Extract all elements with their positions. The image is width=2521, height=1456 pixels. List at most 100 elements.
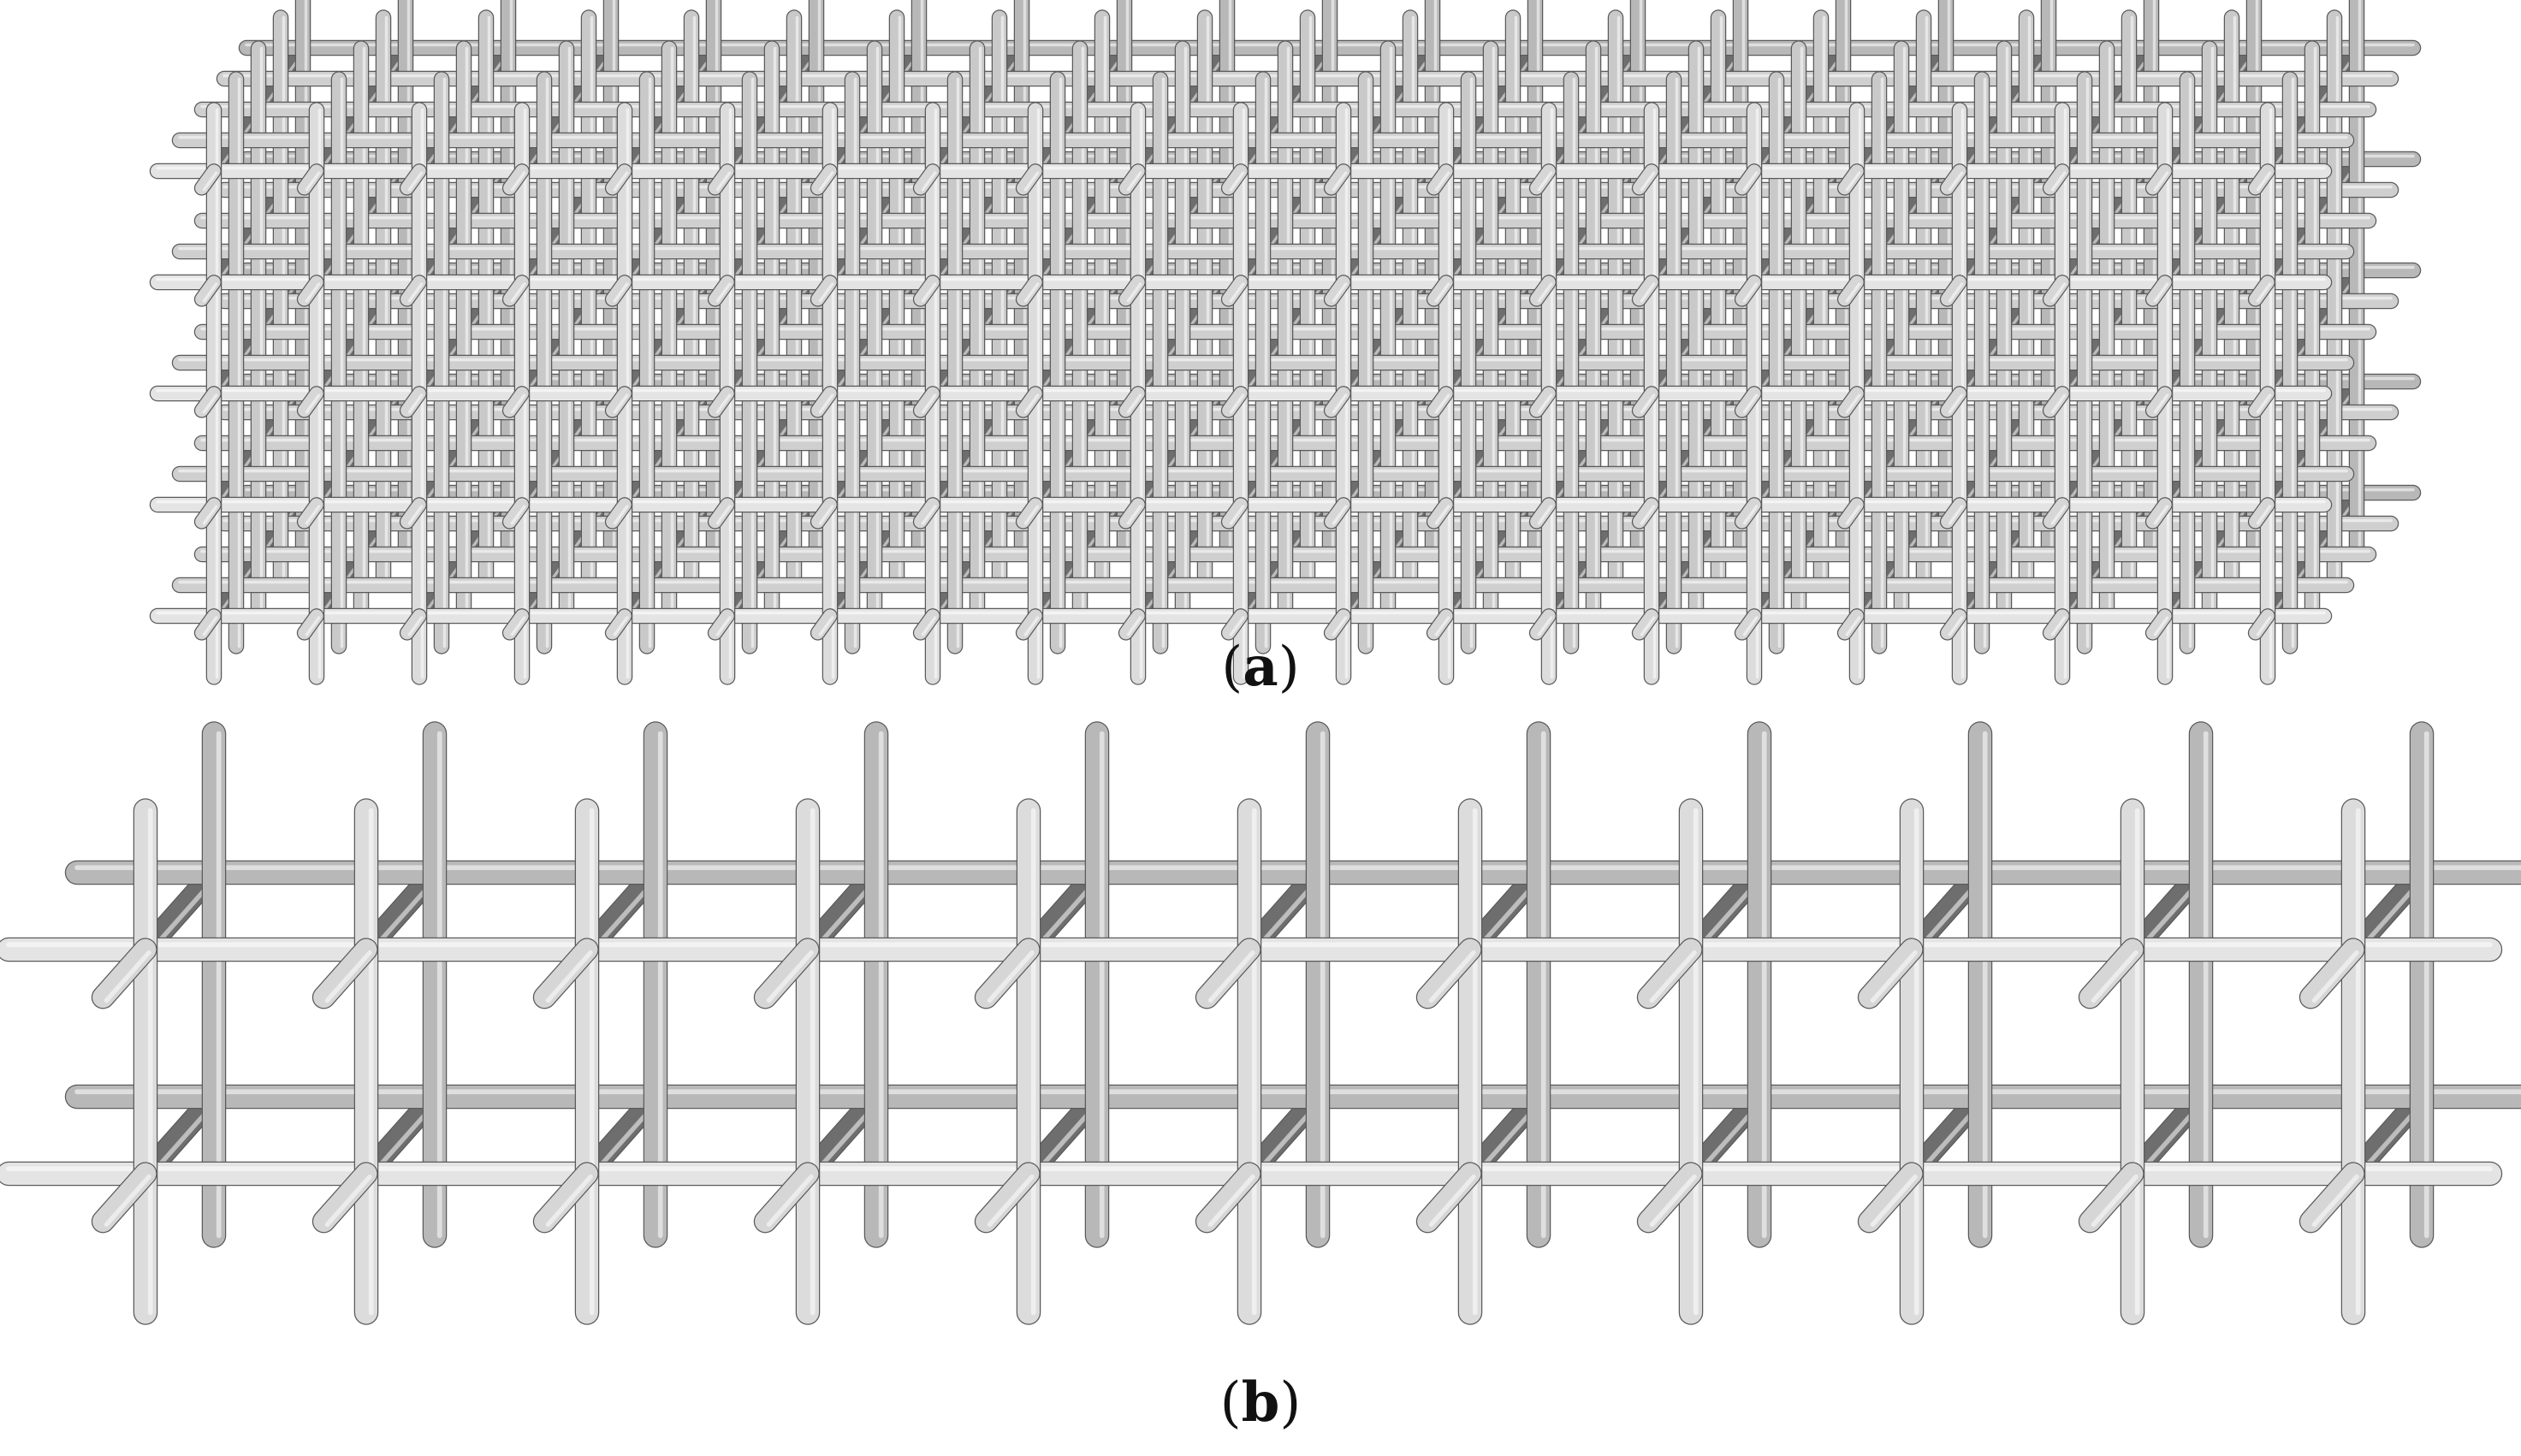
lattice-b-front-stub — [2300, 938, 2364, 1009]
lattice-b-front-stub-highlight — [766, 1174, 814, 1228]
lattice-a-front-stub-highlight — [1948, 282, 1964, 303]
lattice-a-front-stub-highlight — [1640, 282, 1656, 303]
lattice-a-front-stub-highlight — [1640, 171, 1656, 192]
lattice-b-front-stub — [1417, 1163, 1481, 1233]
lattice-a-front-stub-highlight — [407, 616, 424, 636]
lattice-b-front-stub — [1859, 1163, 1923, 1233]
lattice-a-front-stub-highlight — [2153, 282, 2169, 303]
caption-b-open-paren: ( — [1219, 1371, 1242, 1435]
lattice-a-front-stub-highlight — [1126, 171, 1142, 192]
lattice-a-front-stub — [2146, 498, 2172, 529]
lattice-a-front-stub-highlight — [2153, 171, 2169, 192]
lattice-a-front-stub — [606, 609, 632, 640]
lattice-a-front-stub — [2043, 609, 2069, 640]
lattice-a-front-stub — [1633, 275, 1658, 306]
lattice-a-front-stub-highlight — [510, 505, 526, 525]
lattice-b-front-stub-highlight — [324, 950, 372, 1003]
lattice-a-front-stub-highlight — [818, 616, 834, 636]
lattice-b-front-stub-highlight — [1428, 950, 1476, 1003]
lattice-a-front-stub — [2249, 609, 2275, 640]
lattice-a-front-stub-highlight — [2050, 394, 2067, 414]
lattice-a-front-stub-highlight — [1948, 505, 1964, 525]
lattice-a-front-stub — [298, 387, 323, 417]
lattice-a-front-stub-highlight — [407, 282, 424, 303]
lattice-a-front-stub-highlight — [818, 394, 834, 414]
lattice-a-front-stub — [709, 609, 734, 640]
lattice-b-front-stub — [1196, 938, 1260, 1009]
lattice-a-front-stub-highlight — [2256, 505, 2272, 525]
lattice-a-front-stub — [298, 275, 323, 306]
lattice-a-front-stub-highlight — [921, 171, 937, 192]
lattice-b-front-stub — [2079, 1163, 2144, 1233]
lattice-a-front-stub-highlight — [921, 616, 937, 636]
coarse-lattice-diagram — [0, 721, 2521, 1325]
lattice-b-front-stub-highlight — [987, 1174, 1035, 1228]
lattice-a-front-stub — [503, 164, 529, 195]
lattice-a-front-stub-highlight — [2153, 616, 2169, 636]
lattice-a-front-stub-highlight — [1023, 394, 1040, 414]
lattice-a-front-stub-highlight — [305, 171, 321, 192]
lattice-a-front-stub — [2043, 164, 2069, 195]
caption-a-open-paren: ( — [1221, 636, 1243, 699]
lattice-b-front-stub-highlight — [1870, 1174, 1918, 1228]
lattice-a-front-stub — [2146, 387, 2172, 417]
lattice-a-front-stub — [1017, 609, 1042, 640]
lattice-a-front-stub — [1017, 498, 1042, 529]
lattice-a-front-stub — [1530, 609, 1556, 640]
lattice-a-front-stub-highlight — [1434, 282, 1450, 303]
lattice-a-front-stub — [1119, 609, 1145, 640]
lattice-a-front-stub-highlight — [1845, 394, 1861, 414]
lattice-a-front-stub — [1325, 275, 1350, 306]
lattice-a-front-stub — [1941, 164, 1966, 195]
lattice-a-front-stub — [606, 164, 632, 195]
lattice-a-front-stub — [1325, 387, 1350, 417]
lattice-b-front-stubs — [91, 938, 2365, 1234]
lattice-a-front-stub — [503, 498, 529, 529]
lattice-a-front-stub-highlight — [1434, 171, 1450, 192]
lattice-a-front-stub — [1735, 387, 1761, 417]
lattice-a-front-stub-highlight — [510, 394, 526, 414]
lattice-a-front-stub — [195, 498, 221, 529]
lattice-a-front-stub-highlight — [510, 282, 526, 303]
lattice-a-front-stub-highlight — [1332, 394, 1348, 414]
lattice-a-front-stub-highlight — [1332, 171, 1348, 192]
lattice-a-front-stub-highlight — [1434, 394, 1450, 414]
lattice-a-front-stub — [1222, 609, 1248, 640]
lattice-a-front-stub-highlight — [921, 282, 937, 303]
lattice-a-front-stub-highlight — [2256, 282, 2272, 303]
lattice-a-front-stub — [2249, 164, 2275, 195]
lattice-a-front-stub — [195, 609, 221, 640]
lattice-a-front-stub — [1222, 498, 1248, 529]
lattice-b-front-stub-highlight — [1649, 950, 1697, 1003]
lattice-a-front-stub-highlight — [1742, 505, 1759, 525]
lattice-a-front-stub — [2146, 164, 2172, 195]
lattice-a-front-stub — [298, 609, 323, 640]
panel-a — [0, 0, 2521, 685]
lattice-a-front-stub — [1017, 275, 1042, 306]
lattice-a-front-stub — [1119, 498, 1145, 529]
lattice-a-front-stub — [2043, 275, 2069, 306]
caption-b: (b) — [0, 1376, 2521, 1431]
lattice-a-front-stub — [503, 275, 529, 306]
lattice-a-front-stub — [400, 275, 426, 306]
lattice-a-front-stub-highlight — [510, 616, 526, 636]
lattice-a-front-stub — [1735, 275, 1761, 306]
lattice-a-front-stub-highlight — [1742, 282, 1759, 303]
lattice-a-front-stub — [2146, 609, 2172, 640]
lattice-a-front-stub — [1838, 275, 1864, 306]
lattice-b-front-stub — [1638, 938, 1702, 1009]
lattice-a-front-stub — [1838, 609, 1864, 640]
lattice-a-front-stub-highlight — [715, 616, 732, 636]
lattice-a-front-stub — [1325, 498, 1350, 529]
lattice-b-front-stub — [534, 938, 598, 1009]
lattice-b-layer-z0 — [0, 798, 2503, 1325]
lattice-a-front-stub-highlight — [2153, 505, 2169, 525]
lattice-a-front-stub — [400, 498, 426, 529]
lattice-b-front-stub-highlight — [2091, 1174, 2138, 1228]
lattice-a-front-stub-highlight — [1537, 505, 1553, 525]
lattice-b-front-stub-highlight — [2091, 950, 2138, 1003]
lattice-a-front-stub — [811, 164, 837, 195]
lattice-a-front-stub — [1633, 498, 1658, 529]
lattice-a-front-stub-highlight — [613, 171, 629, 192]
lattice-b-front-stub — [755, 1163, 819, 1233]
